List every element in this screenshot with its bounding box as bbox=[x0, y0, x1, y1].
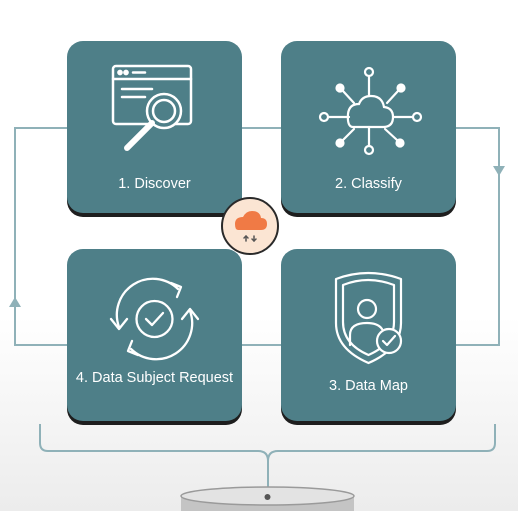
step-label-data-map: 3. Data Map bbox=[329, 378, 408, 394]
step-card-data-subject-request: 4. Data Subject Request bbox=[67, 249, 242, 421]
central-hub bbox=[221, 197, 279, 255]
cloud-network-icon bbox=[318, 66, 423, 156]
refresh-check-icon bbox=[109, 277, 200, 361]
shield-user-check-icon bbox=[334, 271, 403, 365]
step-card-data-map: 3. Data Map bbox=[281, 249, 456, 421]
magnifier-browser-icon bbox=[111, 64, 193, 151]
step-card-classify: 2. Classify bbox=[281, 41, 456, 213]
database-cylinder-icon bbox=[180, 486, 355, 511]
step-label-discover: 1. Discover bbox=[118, 176, 191, 192]
up-arrow-icon bbox=[9, 297, 21, 307]
step-label-data-subject-request: 4. Data Subject Request bbox=[75, 370, 234, 386]
orange-cloud-icon bbox=[235, 211, 267, 243]
down-arrow-icon bbox=[493, 166, 505, 176]
step-label-classify: 2. Classify bbox=[335, 176, 402, 192]
step-card-discover: 1. Discover bbox=[67, 41, 242, 213]
